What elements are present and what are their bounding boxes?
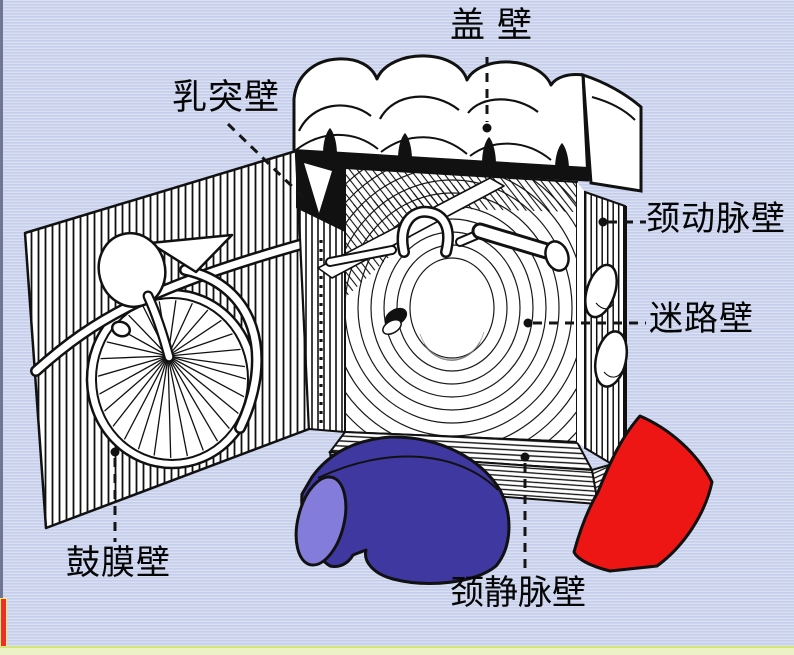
slide-bottom-bar xyxy=(0,646,794,655)
membranous-wall-drawing xyxy=(23,149,312,530)
leader-line-mastoid xyxy=(226,122,308,202)
round-window-drawing xyxy=(382,307,408,335)
leader-dot-tegmental xyxy=(482,123,492,133)
carotid-wall-drawing xyxy=(577,182,629,474)
label-jugular-wall: 颈静脉壁 xyxy=(450,573,586,613)
jugular-vein-shape xyxy=(294,435,511,585)
promontory-drawing xyxy=(414,261,490,355)
slide-left-edge xyxy=(0,0,3,655)
leader-dot-labyrinthine xyxy=(523,318,533,328)
label-tegmental-wall: 盖壁 xyxy=(450,6,545,46)
label-labyrinthine-wall: 迷路壁 xyxy=(649,299,754,339)
malleus-drawing xyxy=(97,232,234,363)
slide-corner-accent xyxy=(0,598,7,650)
leader-dot-jugular xyxy=(520,452,530,462)
label-membranous-wall: 鼓膜壁 xyxy=(66,543,171,583)
leader-dot-carotid xyxy=(598,217,608,227)
carotid-artery-shape xyxy=(572,414,714,573)
tegmental-wall-drawing xyxy=(292,54,643,193)
leader-dot-mastoid xyxy=(306,201,316,211)
leader-dot-membranous xyxy=(110,447,120,457)
stapes-drawing xyxy=(396,205,454,258)
facial-canal-drawing xyxy=(455,222,570,272)
label-mastoid-wall: 乳突壁 xyxy=(172,78,281,118)
label-carotid-wall: 颈动脉壁 xyxy=(646,199,786,239)
